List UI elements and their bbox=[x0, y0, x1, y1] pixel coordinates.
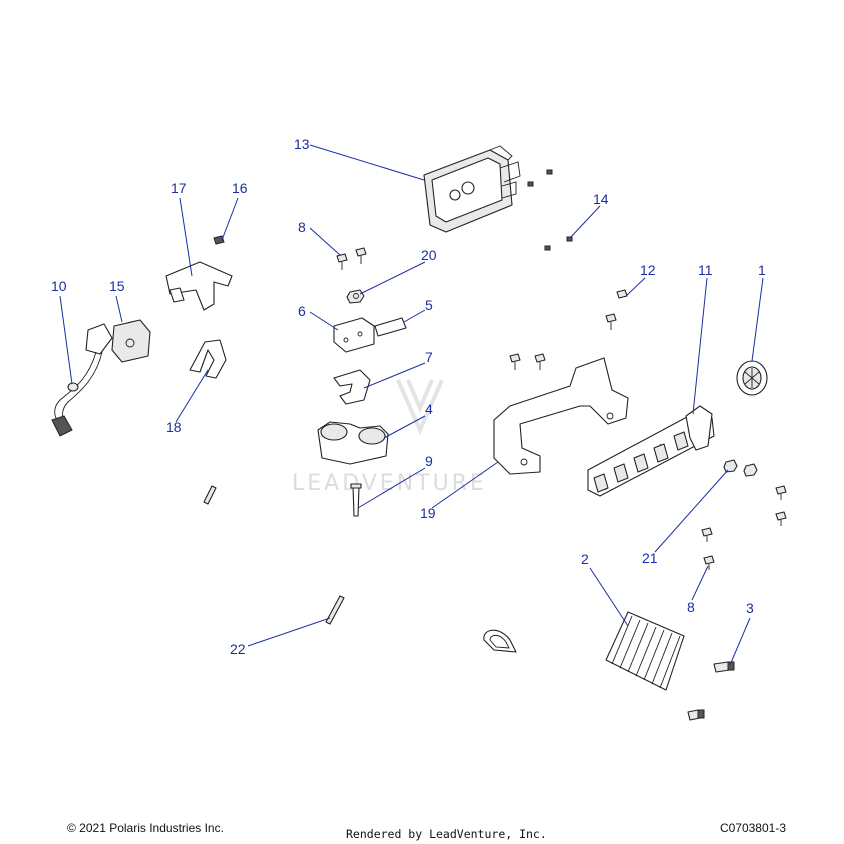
part-17-bracket[interactable] bbox=[165, 261, 233, 311]
callout-13: 13 bbox=[294, 136, 310, 152]
part-8-bolts-upper[interactable] bbox=[336, 247, 367, 270]
callout-5: 5 bbox=[425, 297, 433, 313]
callout-18: 18 bbox=[166, 419, 182, 435]
watermark-text: LEADVENTURE bbox=[292, 471, 487, 496]
callout-16: 16 bbox=[232, 180, 248, 196]
callout-10: 10 bbox=[51, 278, 67, 294]
rendered-by-credit: Rendered by LeadVenture, Inc. bbox=[346, 827, 547, 841]
leader-lines bbox=[59, 144, 764, 666]
callout-8-upper: 8 bbox=[298, 219, 306, 235]
part-15-sensor-harness[interactable] bbox=[51, 319, 151, 437]
part-11-injector-rail[interactable] bbox=[587, 405, 715, 497]
watermark: LEADVENTURE bbox=[292, 379, 487, 496]
part-1-round-grommet[interactable] bbox=[736, 360, 768, 396]
part-screws-plate[interactable] bbox=[509, 353, 546, 370]
part-6-bracket[interactable] bbox=[333, 317, 375, 353]
callout-21: 21 bbox=[642, 550, 658, 566]
callout-15: 15 bbox=[109, 278, 125, 294]
part-bolts-right[interactable] bbox=[701, 485, 787, 542]
part-7-clip[interactable] bbox=[333, 369, 371, 405]
part-14-screws[interactable] bbox=[527, 169, 573, 251]
callout-labels: 13 14 8 20 6 5 7 4 9 17 16 10 15 18 12 1… bbox=[51, 136, 766, 657]
part-2-heatsink-module[interactable] bbox=[605, 611, 685, 691]
callout-22: 22 bbox=[230, 641, 246, 657]
callout-17: 17 bbox=[171, 180, 187, 196]
part-9-long-bolt[interactable] bbox=[350, 483, 362, 517]
part-5-pin[interactable] bbox=[374, 317, 407, 337]
callout-9: 9 bbox=[425, 453, 433, 469]
part-20-nut[interactable] bbox=[346, 289, 365, 304]
part-19-mounting-plate[interactable] bbox=[493, 357, 629, 475]
callout-2: 2 bbox=[581, 551, 589, 567]
part-18-small-bracket[interactable] bbox=[189, 339, 227, 379]
part-10-grommet[interactable] bbox=[67, 382, 79, 392]
part-8-bolt-lower[interactable] bbox=[703, 555, 715, 570]
callout-6: 6 bbox=[298, 303, 306, 319]
part-21-nuts[interactable] bbox=[723, 459, 758, 477]
callout-20: 20 bbox=[421, 247, 437, 263]
part-d-ring-gasket[interactable] bbox=[483, 629, 517, 653]
callout-19: 19 bbox=[420, 505, 436, 521]
diagram-code: C0703801-3 bbox=[719, 821, 786, 835]
part-pin-left[interactable] bbox=[203, 485, 217, 505]
callout-11: 11 bbox=[698, 262, 713, 278]
callout-3: 3 bbox=[746, 600, 754, 616]
callout-14: 14 bbox=[593, 191, 609, 207]
part-4-coil-block[interactable] bbox=[317, 421, 389, 465]
part-22-pin[interactable] bbox=[325, 595, 345, 625]
callout-1: 1 bbox=[758, 262, 766, 278]
part-3-bolts[interactable] bbox=[687, 661, 735, 721]
copyright-notice: © 2021 Polaris Industries Inc. bbox=[67, 821, 224, 835]
callout-8-lower: 8 bbox=[687, 599, 695, 615]
callout-7: 7 bbox=[425, 349, 433, 365]
part-12-screws[interactable] bbox=[605, 289, 628, 330]
part-16-screw[interactable] bbox=[213, 235, 225, 245]
callout-12: 12 bbox=[640, 262, 656, 278]
callout-4: 4 bbox=[425, 401, 433, 417]
part-13-ecu-module[interactable] bbox=[423, 145, 521, 233]
